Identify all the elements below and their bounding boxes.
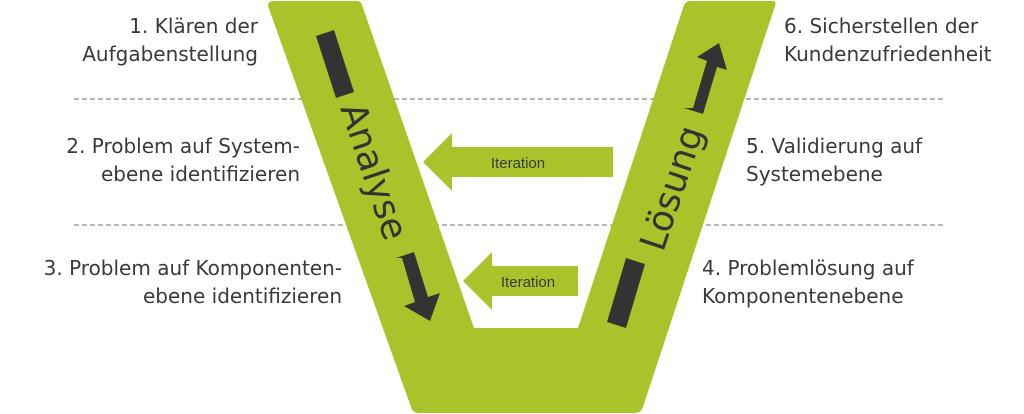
step-1-text: 1. Klären der Aufgabenstellung (82, 12, 258, 68)
v-shape (268, 1, 776, 413)
step-3-line-1: 3. Problem auf Komponenten- (43, 256, 342, 280)
step-4-line-1: 4. Problemlösung auf (702, 256, 914, 280)
step-6-line-1: 6. Sicherstellen der (784, 14, 979, 38)
step-2-text: 2. Problem auf System- ebene identifizie… (66, 132, 300, 188)
step-6-text: 6. Sicherstellen der Kundenzufriedenheit (784, 12, 992, 68)
iteration-label-system: Iteration (491, 155, 545, 172)
loesung-bar-icon (607, 258, 645, 328)
step-6-line-2: Kundenzufriedenheit (784, 42, 992, 66)
iteration-arrow-system (423, 133, 613, 191)
loesung-up-arrow-icon (684, 43, 727, 114)
step-5-line-1: 5. Validierung auf (746, 134, 923, 158)
step-3-line-2: ebene identifizieren (143, 284, 342, 308)
step-5-line-2: Systemebene (746, 162, 883, 186)
step-4-text: 4. Problemlösung auf Komponentenebene (702, 254, 914, 310)
iteration-arrow-component (463, 252, 578, 310)
analyse-down-arrow-icon (396, 252, 440, 321)
step-4-line-2: Komponentenebene (702, 284, 904, 308)
analyse-bar-icon (316, 30, 354, 98)
step-5-text: 5. Validierung auf Systemebene (746, 132, 922, 188)
step-1-line-1: 1. Klären der (129, 14, 258, 38)
step-2-line-2: ebene identifizieren (101, 162, 300, 186)
iteration-label-component: Iteration (501, 274, 555, 291)
step-3-text: 3. Problem auf Komponenten- ebene identi… (44, 254, 342, 310)
step-1-line-2: Aufgabenstellung (82, 42, 258, 66)
step-2-line-1: 2. Problem auf System- (66, 134, 300, 158)
